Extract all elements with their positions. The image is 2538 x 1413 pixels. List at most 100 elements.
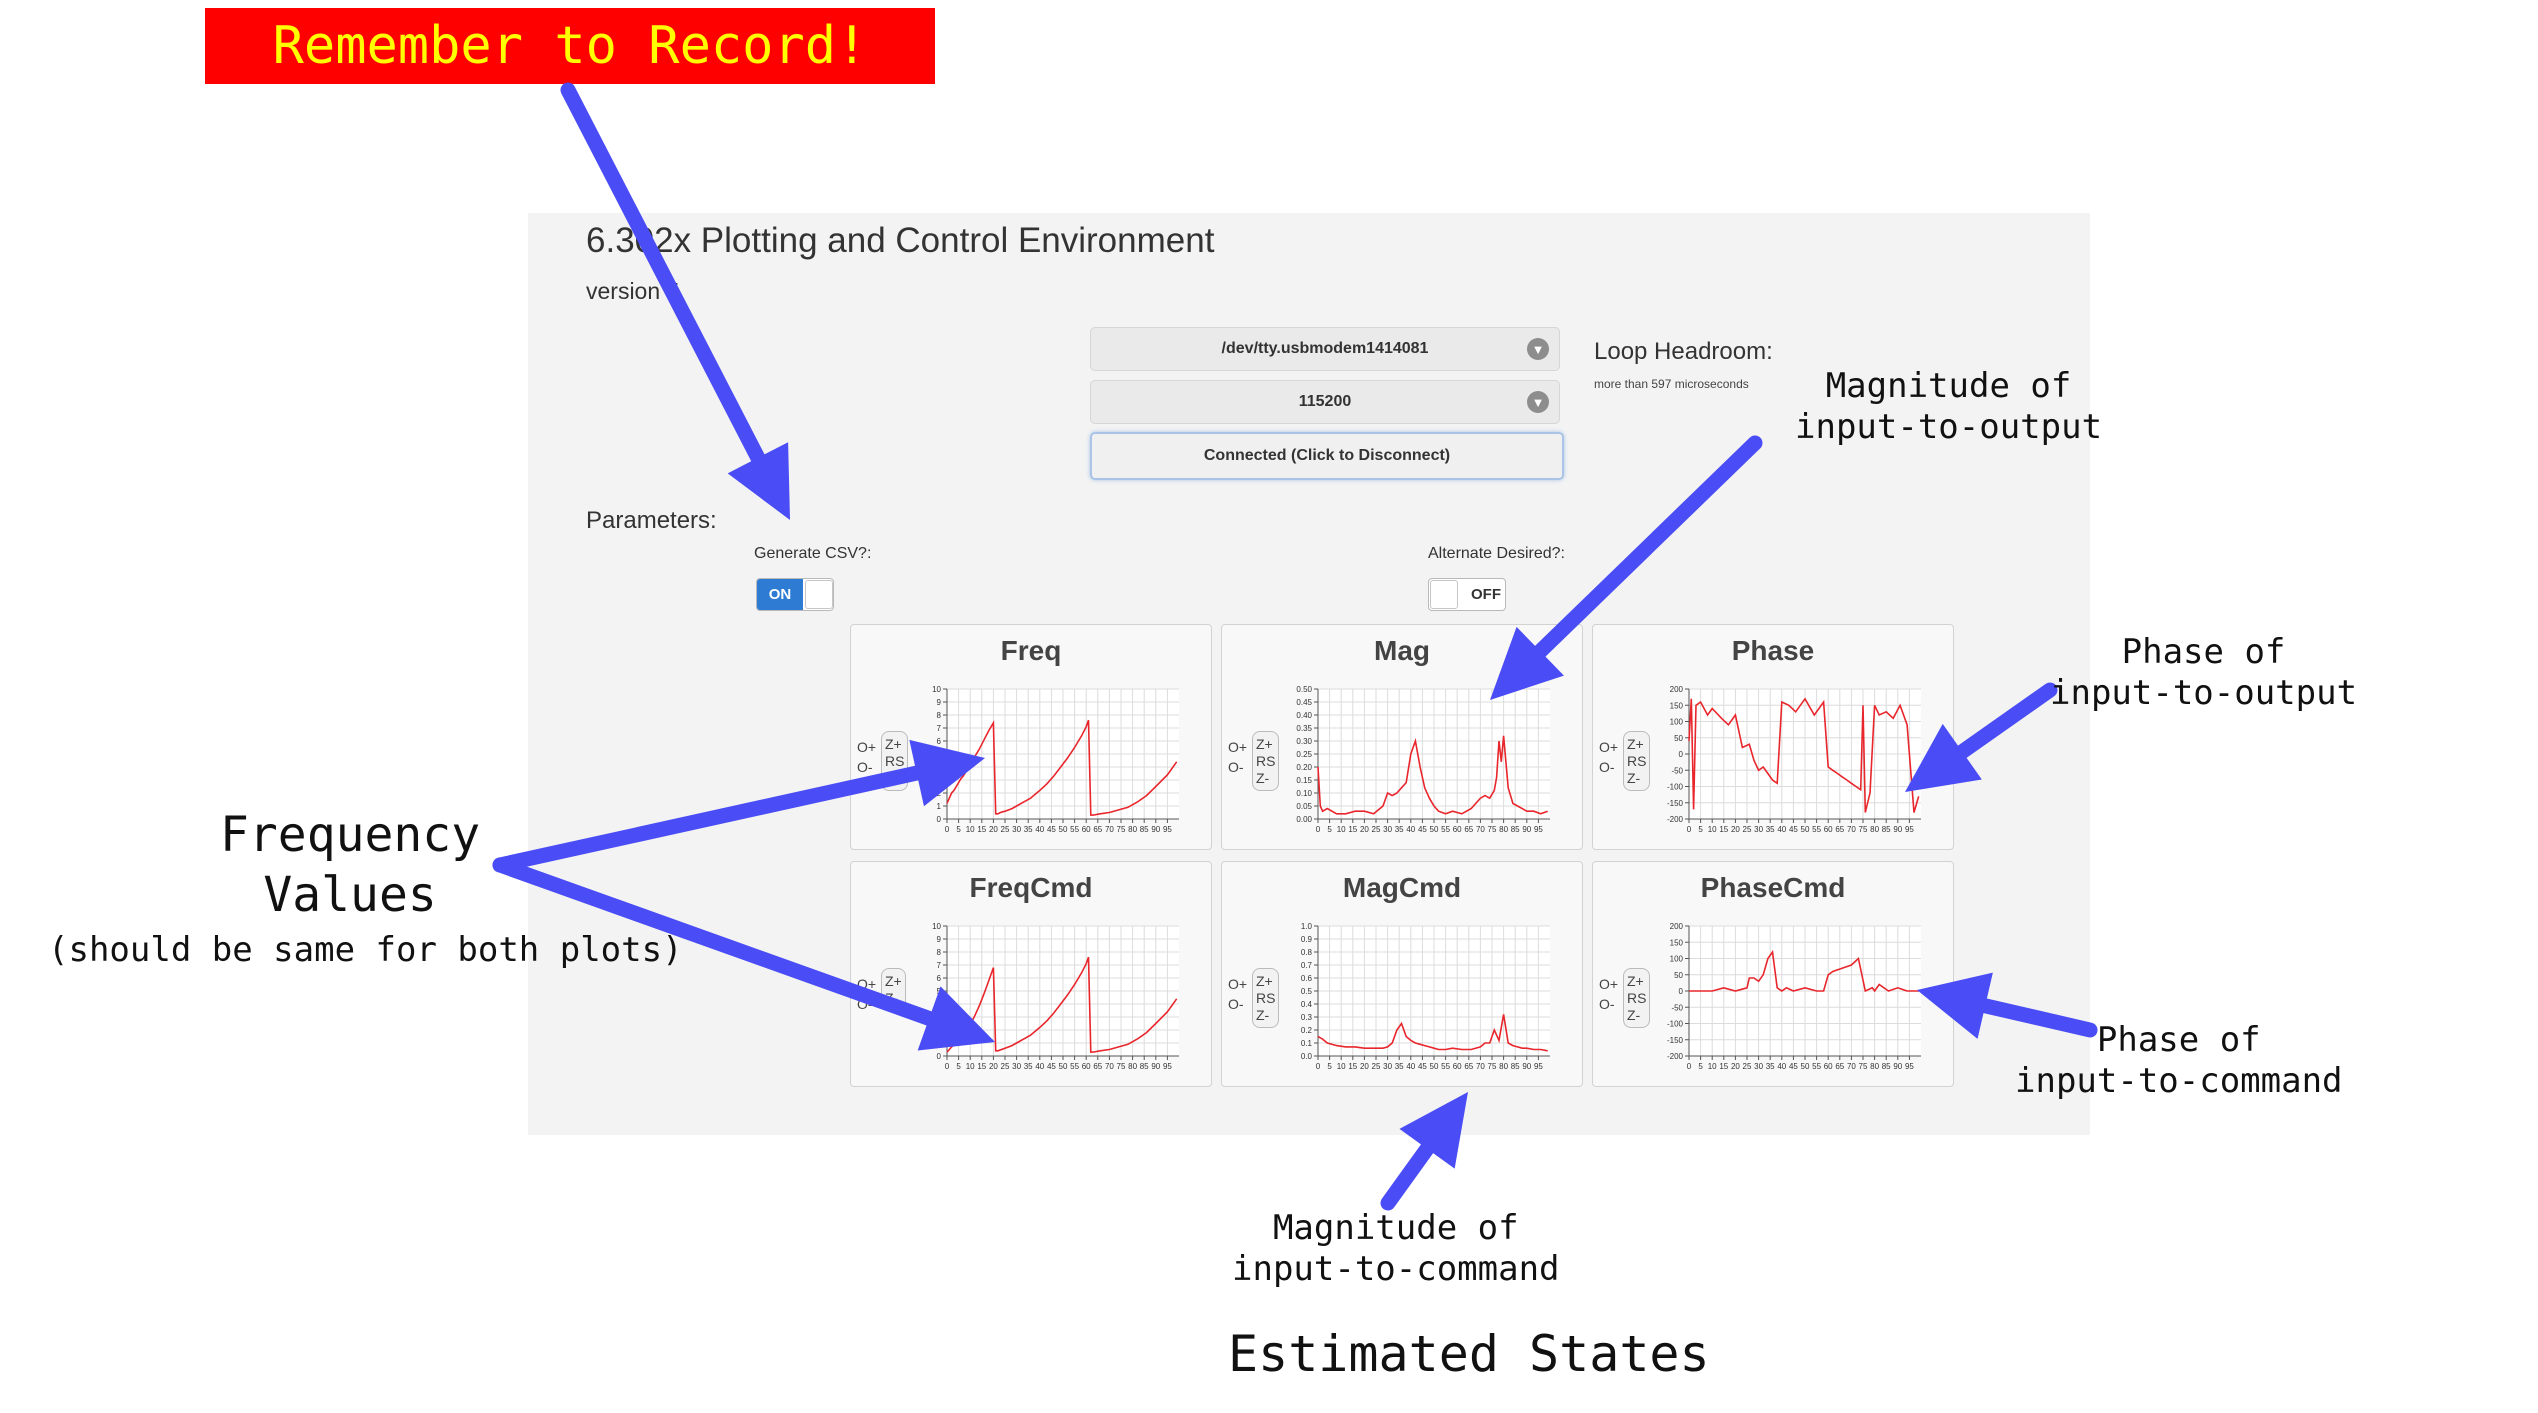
zoom-out-button[interactable]: Z- bbox=[1256, 1007, 1270, 1023]
x-tick-label: 75 bbox=[1488, 825, 1497, 834]
offset-down-button[interactable]: O- bbox=[857, 759, 873, 775]
record-reminder-banner: Remember to Record! bbox=[205, 8, 935, 84]
y-tick-label: -200 bbox=[1667, 815, 1684, 824]
x-tick-label: 30 bbox=[1012, 825, 1021, 834]
x-tick-label: 45 bbox=[1789, 1062, 1798, 1071]
baud-rate-select[interactable]: 115200 ▼ bbox=[1090, 380, 1560, 424]
generate-csv-label: Generate CSV?: bbox=[754, 545, 872, 562]
x-tick-label: 80 bbox=[1870, 825, 1879, 834]
arrow-to-generate-csv bbox=[560, 82, 790, 520]
chevron-down-icon: ▼ bbox=[1527, 391, 1549, 413]
serial-port-select[interactable]: /dev/tty.usbmodem1414081 ▼ bbox=[1090, 327, 1560, 371]
reset-scale-button[interactable]: RS bbox=[1627, 990, 1647, 1006]
plot-chart: 0.000.050.100.150.200.250.300.350.400.45… bbox=[1296, 685, 1550, 834]
x-tick-label: 70 bbox=[1847, 1062, 1856, 1071]
zoom-in-button[interactable]: Z+ bbox=[1256, 973, 1273, 989]
x-tick-label: 40 bbox=[1777, 1062, 1786, 1071]
zoom-in-button[interactable]: Z+ bbox=[1256, 736, 1273, 752]
offset-up-button[interactable]: O+ bbox=[857, 739, 877, 755]
x-tick-label: 60 bbox=[1453, 1062, 1462, 1071]
annotation-phase-command: Phase of input-to-command bbox=[2015, 1020, 2343, 1101]
x-tick-label: 85 bbox=[1511, 1062, 1520, 1071]
alternate-desired-toggle[interactable]: OFF bbox=[1428, 578, 1506, 611]
x-tick-label: 35 bbox=[1766, 1062, 1775, 1071]
y-tick-label: 0.45 bbox=[1296, 698, 1312, 707]
offset-down-button[interactable]: O- bbox=[1228, 759, 1244, 775]
y-tick-label: 0.35 bbox=[1296, 724, 1312, 733]
offset-up-button[interactable]: O+ bbox=[1228, 739, 1248, 755]
x-tick-label: 55 bbox=[1441, 1062, 1450, 1071]
connect-button[interactable]: Connected (Click to Disconnect) bbox=[1090, 432, 1564, 480]
x-tick-label: 80 bbox=[1128, 825, 1137, 834]
reset-scale-button[interactable]: RS bbox=[1256, 990, 1276, 1006]
toggle-knob bbox=[805, 580, 833, 609]
generate-csv-toggle[interactable]: ON bbox=[756, 578, 834, 611]
zoom-in-button[interactable]: Z+ bbox=[1627, 973, 1644, 989]
y-tick-label: 0.50 bbox=[1296, 685, 1312, 694]
x-tick-label: 60 bbox=[1453, 825, 1462, 834]
x-tick-label: 5 bbox=[1327, 825, 1332, 834]
y-tick-label: 8 bbox=[937, 711, 942, 720]
y-tick-label: 1.0 bbox=[1301, 922, 1313, 931]
offset-down-button[interactable]: O- bbox=[1599, 759, 1615, 775]
y-tick-label: 0.2 bbox=[1301, 1026, 1313, 1035]
x-tick-label: 90 bbox=[1522, 1062, 1531, 1071]
x-tick-label: 5 bbox=[1698, 825, 1703, 834]
x-tick-label: 75 bbox=[1117, 1062, 1126, 1071]
y-tick-label: -100 bbox=[1667, 783, 1684, 792]
y-tick-label: 0.05 bbox=[1296, 802, 1312, 811]
y-tick-label: 8 bbox=[937, 948, 942, 957]
zoom-in-button[interactable]: Z+ bbox=[1627, 736, 1644, 752]
offset-down-button[interactable]: O- bbox=[1228, 996, 1244, 1012]
reset-scale-button[interactable]: RS bbox=[1627, 753, 1647, 769]
zoom-out-button[interactable]: Z- bbox=[1627, 1007, 1641, 1023]
offset-up-button[interactable]: O+ bbox=[1228, 976, 1248, 992]
x-tick-label: 70 bbox=[1476, 825, 1485, 834]
x-tick-label: 45 bbox=[1047, 1062, 1056, 1071]
x-tick-label: 50 bbox=[1059, 825, 1068, 834]
reset-scale-button[interactable]: RS bbox=[885, 753, 905, 769]
y-tick-label: 0.40 bbox=[1296, 711, 1312, 720]
x-tick-label: 35 bbox=[1024, 825, 1033, 834]
x-tick-label: 70 bbox=[1847, 825, 1856, 834]
toggle-on-label: ON bbox=[757, 579, 803, 610]
zoom-in-button[interactable]: Z+ bbox=[885, 736, 902, 752]
x-tick-label: 30 bbox=[1383, 1062, 1392, 1071]
x-tick-label: 20 bbox=[1731, 825, 1740, 834]
x-tick-label: 85 bbox=[1511, 825, 1520, 834]
y-tick-label: 100 bbox=[1670, 955, 1684, 964]
zoom-in-button[interactable]: Z+ bbox=[885, 973, 902, 989]
zoom-out-button[interactable]: Z- bbox=[1627, 770, 1641, 786]
offset-controls: O+ O- bbox=[1228, 977, 1247, 1017]
y-tick-label: 0 bbox=[1679, 987, 1684, 996]
x-tick-label: 25 bbox=[1743, 825, 1752, 834]
offset-up-button[interactable]: O+ bbox=[1599, 739, 1619, 755]
x-tick-label: 85 bbox=[1140, 825, 1149, 834]
loop-headroom-label: Loop Headroom: bbox=[1594, 338, 1773, 365]
y-tick-label: 0.4 bbox=[1301, 1000, 1313, 1009]
x-tick-label: 65 bbox=[1835, 825, 1844, 834]
x-tick-label: 70 bbox=[1105, 825, 1114, 834]
reset-scale-button[interactable]: RS bbox=[1256, 753, 1276, 769]
x-tick-label: 0 bbox=[1687, 1062, 1692, 1071]
offset-down-button[interactable]: O- bbox=[1599, 996, 1615, 1012]
x-tick-label: 55 bbox=[1812, 1062, 1821, 1071]
baud-rate-value: 115200 bbox=[1298, 393, 1352, 410]
x-tick-label: 65 bbox=[1464, 1062, 1473, 1071]
offset-up-button[interactable]: O+ bbox=[1599, 976, 1619, 992]
x-tick-label: 50 bbox=[1801, 1062, 1810, 1071]
x-tick-label: 80 bbox=[1870, 1062, 1879, 1071]
x-tick-label: 5 bbox=[1698, 1062, 1703, 1071]
zoom-out-button[interactable]: Z- bbox=[1256, 770, 1270, 786]
arrow-to-mag-plot bbox=[1490, 435, 1763, 700]
series-line-mag bbox=[1317, 735, 1548, 815]
annotation-magnitude-output: Magnitude of input-to-output bbox=[1795, 366, 2103, 447]
x-tick-label: 35 bbox=[1395, 1062, 1404, 1071]
x-tick-label: 10 bbox=[1337, 1062, 1346, 1071]
x-tick-label: 25 bbox=[1001, 1062, 1010, 1071]
plot-title: Phase bbox=[1731, 635, 1815, 666]
x-tick-label: 90 bbox=[1151, 825, 1160, 834]
